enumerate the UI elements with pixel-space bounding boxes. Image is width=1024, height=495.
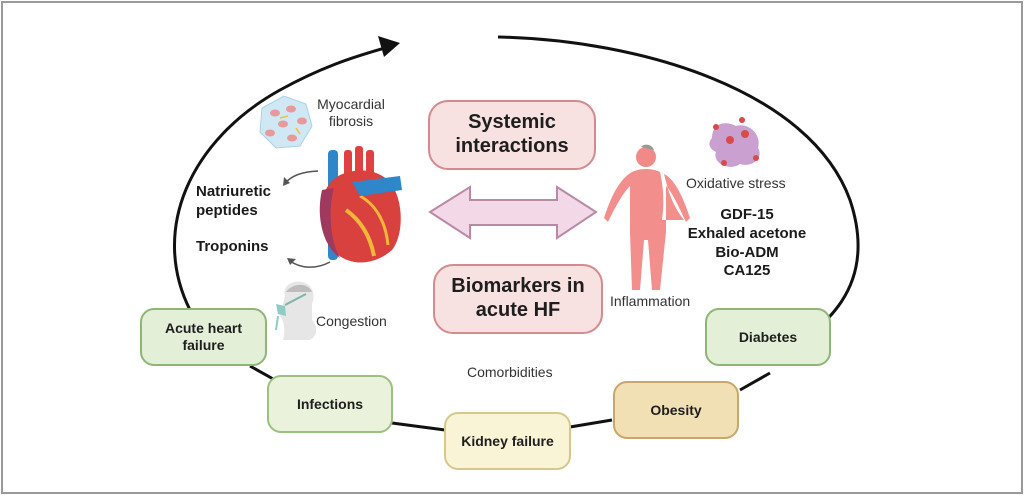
heart-to-troponins-arrow — [289, 260, 331, 268]
heart-to-peptides-arrow — [284, 170, 319, 184]
biomarker-gdf15: GDF-15 — [720, 206, 774, 223]
node-diabetes: Diabetes — [705, 308, 831, 366]
peptides-arrowhead-icon — [283, 177, 290, 186]
myocardial-fibrosis-label: Myocardial fibrosis — [317, 96, 385, 129]
node-obesity: Obesity — [613, 381, 739, 439]
congestion-label: Congestion — [316, 313, 387, 329]
double-arrow-icon — [428, 185, 598, 240]
cycle-path-infections-kidney — [391, 421, 446, 432]
cycle-path-obesity-link — [739, 371, 771, 392]
troponins-arrowhead-icon — [287, 258, 296, 265]
node-acute-heart-failure: Acute heart failure — [140, 308, 267, 366]
oxidative-stress-label: Oxidative stress — [686, 175, 786, 191]
cycle-path-left — [173, 46, 386, 311]
troponins-label: Troponins — [196, 238, 269, 255]
cycle-path-kidney-obesity — [569, 418, 613, 429]
node-kidney-failure: Kidney failure — [444, 412, 571, 470]
systemic-biomarker-list: GDF-15 Exhaled acetone Bio-ADM CA125 — [682, 206, 812, 281]
fibrosis-cell-icon — [259, 95, 313, 149]
human-body-icon — [604, 144, 690, 290]
cycle-arrowhead-icon — [378, 36, 400, 57]
node-kidney-failure-label: Kidney failure — [461, 432, 554, 449]
biomarker-ca125: CA125 — [723, 262, 771, 280]
oxidative-cell-icon — [709, 117, 760, 167]
systemic-interactions-box: Systemic interactions — [428, 100, 596, 170]
biomarkers-acute-hf-box: Biomarkers in acute HF — [433, 264, 603, 334]
node-infections-label: Infections — [296, 395, 364, 412]
comorbidities-label: Comorbidities — [467, 364, 553, 380]
node-infections: Infections — [267, 375, 393, 433]
systemic-interactions-label: Systemic interactions — [455, 111, 569, 157]
oxygen-mask-icon — [275, 281, 317, 340]
node-acute-heart-failure-label: Acute heart failure — [164, 320, 243, 353]
node-obesity-label: Obesity — [650, 401, 702, 418]
biomarker-bio-adm: Bio-ADM — [715, 243, 779, 261]
heart-icon — [319, 146, 402, 263]
node-diabetes-label: Diabetes — [738, 328, 798, 345]
biomarker-exhaled-acetone: Exhaled acetone — [687, 224, 807, 242]
natriuretic-peptides-label: Natriuretic peptides — [196, 183, 272, 219]
inflammation-label: Inflammation — [610, 293, 691, 309]
biomarkers-acute-hf-label: Biomarkers in acute HF — [451, 275, 585, 321]
